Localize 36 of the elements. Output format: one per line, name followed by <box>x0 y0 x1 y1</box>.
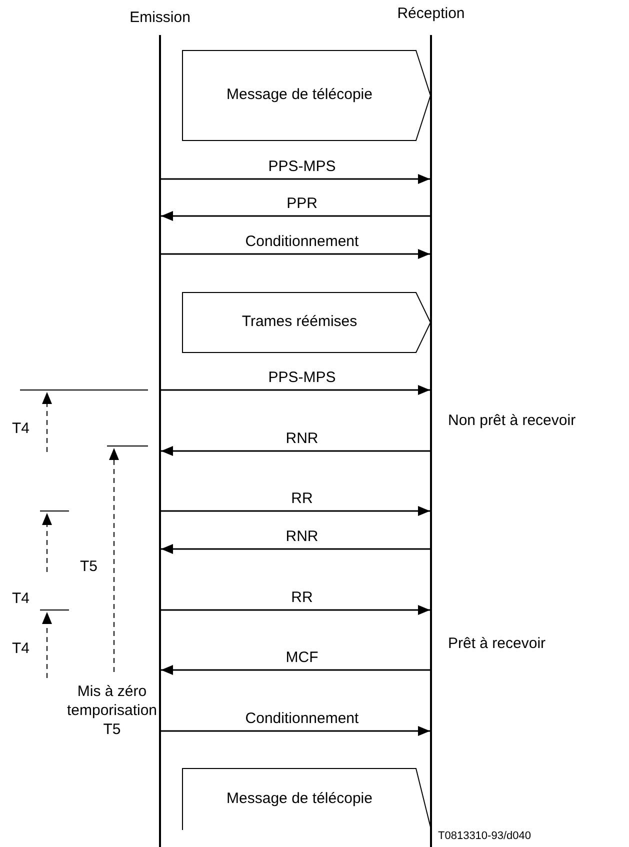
message-arrow <box>161 726 430 736</box>
message-arrow <box>161 385 430 395</box>
message-arrow <box>161 211 430 221</box>
edge-label: RNR <box>284 430 320 448</box>
lifeline-label: Réception <box>397 4 465 24</box>
annotation: T4 <box>12 419 31 438</box>
figure-id: T0813310-93/d040 <box>438 829 532 843</box>
message-block <box>182 50 431 141</box>
edge-label: PPR <box>286 195 318 213</box>
edge-label: Conditionnement <box>244 233 360 251</box>
block-text: Message de télécopie <box>226 788 372 809</box>
edge-label: PPS-MPS <box>267 158 337 176</box>
message-arrow <box>161 665 430 675</box>
message-arrow <box>161 446 430 456</box>
message-arrow <box>161 544 430 554</box>
block-text: Message de télécopie <box>226 85 372 106</box>
message-arrow <box>161 605 430 615</box>
annotation: Non prêt à recevoir <box>448 411 577 430</box>
annotation: T5 <box>80 557 99 576</box>
edge-label: RR <box>290 490 314 508</box>
edge-label: RR <box>290 589 314 607</box>
message-block <box>182 292 431 353</box>
message-arrow <box>161 249 430 259</box>
message-arrow <box>161 506 430 516</box>
lifeline-label: Emission <box>130 8 190 28</box>
edge-label: PPS-MPS <box>267 369 337 387</box>
block-text: Trames réémises <box>242 312 358 332</box>
edge-label: MCF <box>284 649 320 667</box>
message-arrow <box>161 174 430 184</box>
message-block <box>182 768 431 830</box>
annotation: Prêt à recevoir <box>448 634 547 653</box>
edge-label: RNR <box>284 528 320 546</box>
annotation: Mis à zéro temporisation T5 <box>66 682 158 739</box>
edge-label: Conditionnement <box>244 710 360 728</box>
annotation: T4 <box>12 639 31 658</box>
annotation: T4 <box>12 589 31 608</box>
